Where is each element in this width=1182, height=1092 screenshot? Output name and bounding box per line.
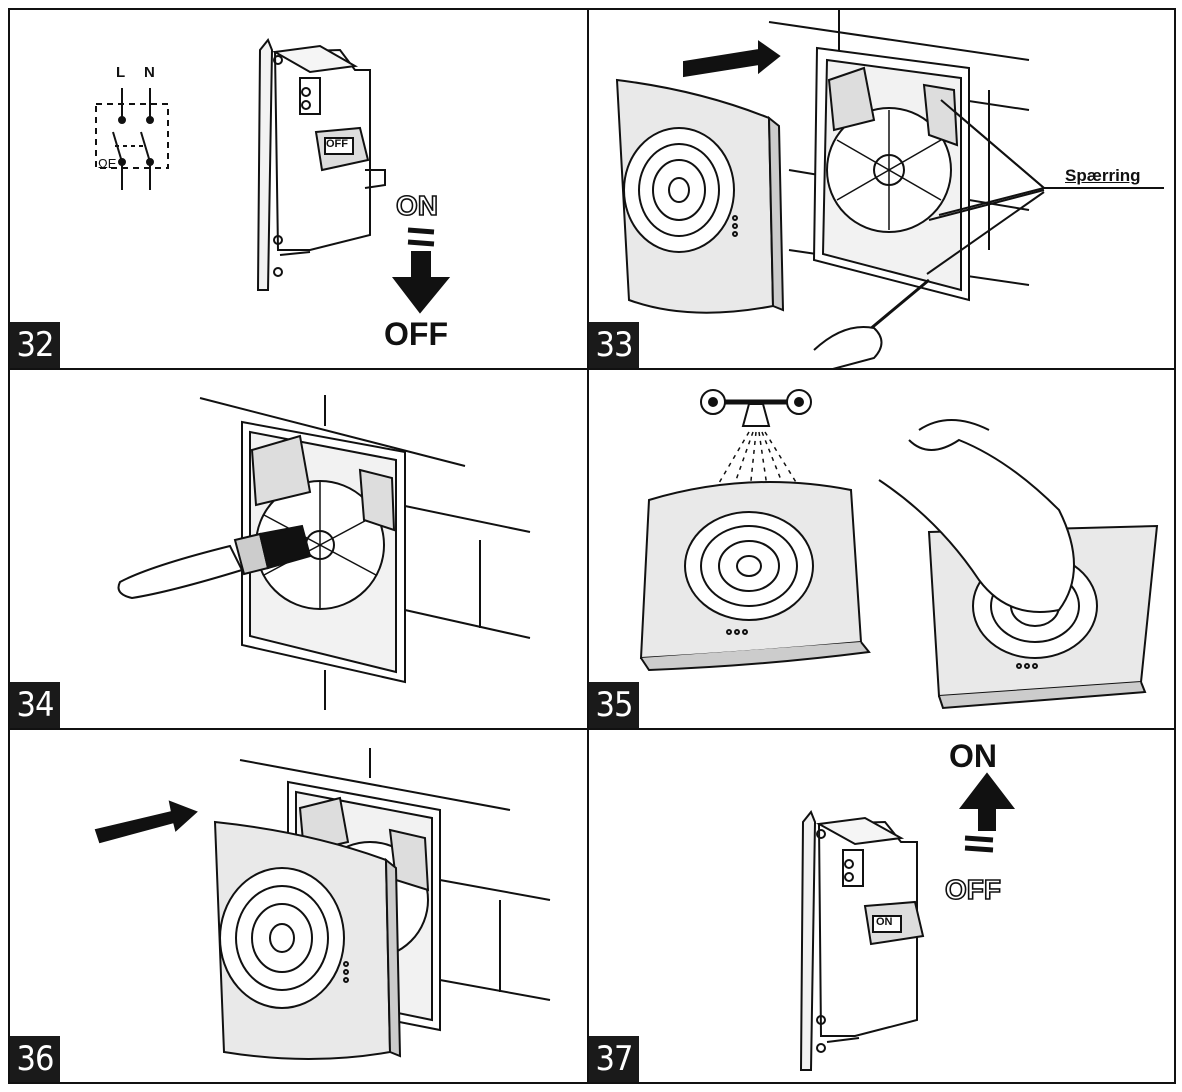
switch-state-label: OFF [326,138,348,150]
breaker-off-illustration [95,38,451,314]
step-number: 36 [10,1036,60,1082]
wiring-l-label: L [116,64,126,81]
washing-wiping-illustration [639,389,1159,710]
step-number: 35 [589,682,639,728]
step-number: 33 [589,322,639,368]
wiring-n-label: N [144,64,155,81]
wiring-symbol-label: ΩE [98,156,117,171]
panel-32: L N ΩE OFF ON OFF 32 [8,8,589,370]
step-number: 34 [10,682,60,728]
callout-label: Spærring [1065,166,1141,185]
panel-34: 34 [8,368,589,730]
arrow-to-label: ON [949,738,997,774]
cover-removal-illustration [615,10,1164,368]
panel-35: 35 [587,368,1176,730]
arrow-from-label: ON [395,189,439,222]
switch-state-label: ON [876,916,893,928]
breaker-on-illustration [799,772,1016,1071]
arrow-from-label: OFF [944,873,1002,906]
arrow-to-label: OFF [384,316,448,352]
cover-refit-illustration [94,748,551,1060]
brush-cleaning-illustration [117,395,531,710]
step-number: 37 [589,1036,639,1082]
panel-33: Spærring 33 [587,8,1176,370]
panel-37: ON ON OFF 37 [587,728,1176,1084]
panel-36: 36 [8,728,589,1084]
step-number: 32 [10,322,60,368]
